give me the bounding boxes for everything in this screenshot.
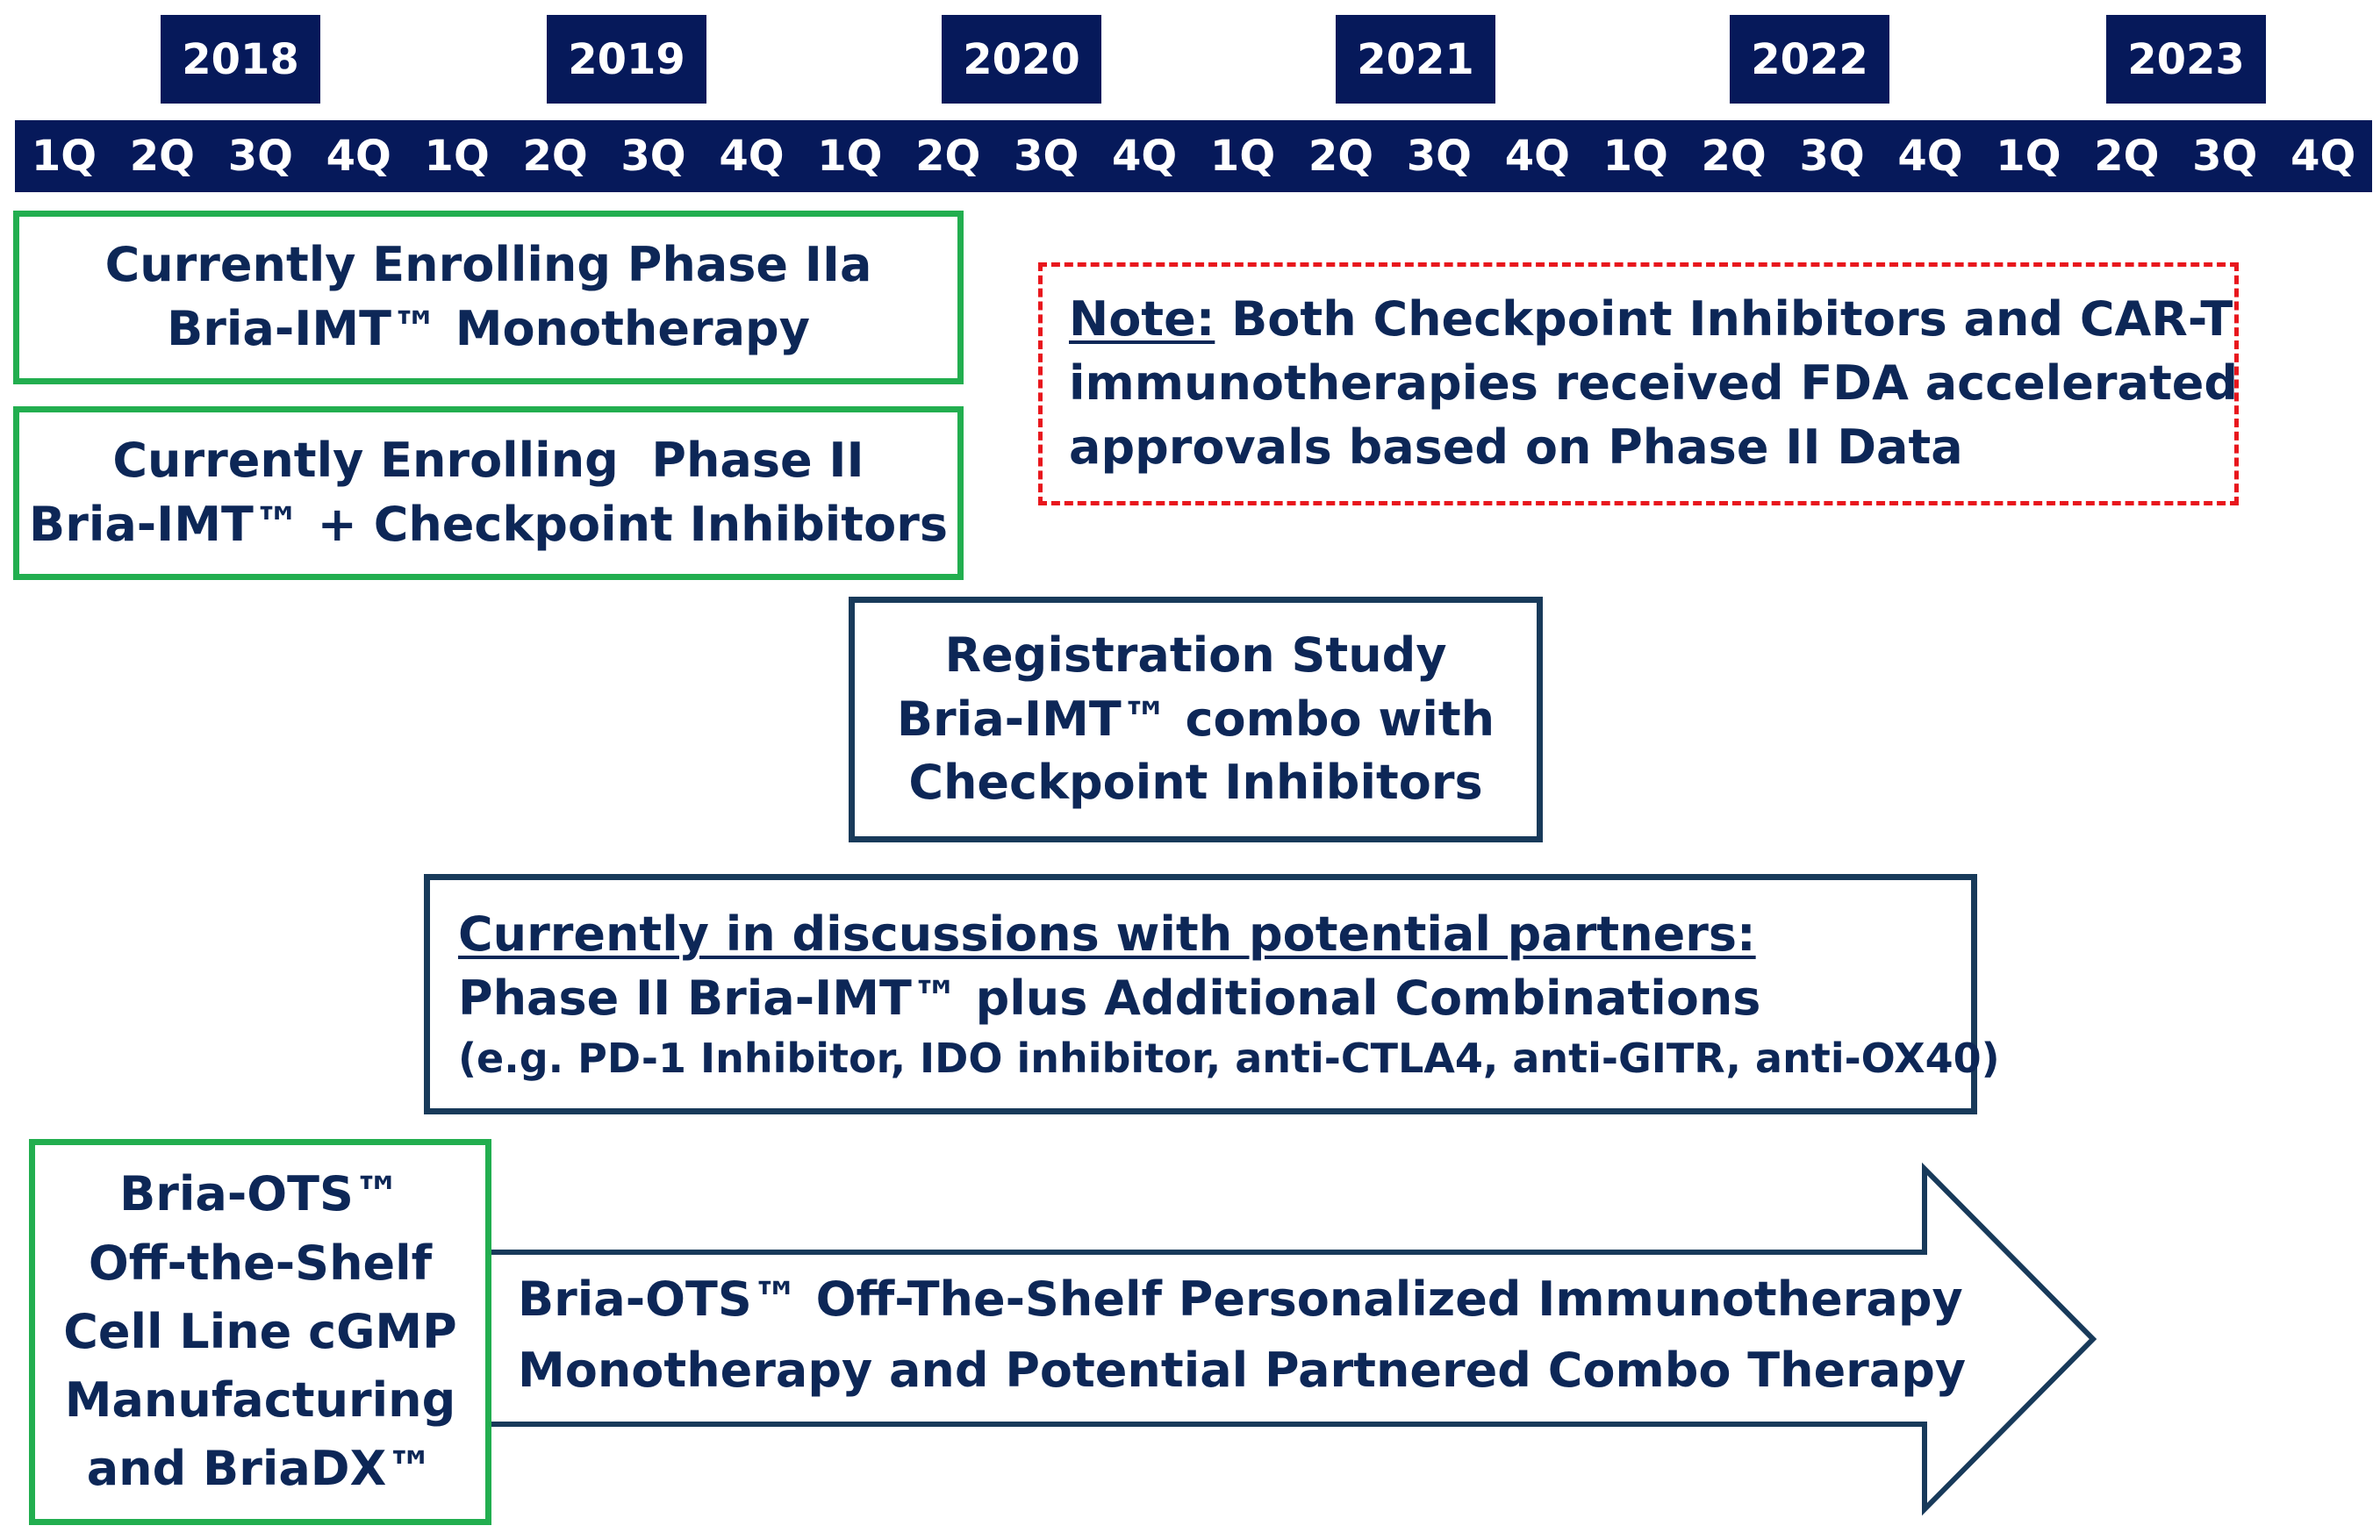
quarter-label: 3Q [1799, 132, 1865, 181]
registration-line-3: Checkpoint Inhibitors [908, 755, 1483, 811]
year-2020: 2020 [942, 15, 1101, 104]
quarter-label: 4Q [326, 132, 391, 181]
fda-note-box: Note: Both Checkpoint Inhibitors and CAR… [1038, 262, 2239, 505]
quarter-label: 3Q [1014, 132, 1079, 181]
registration-study-box: Registration Study Bria-IMT™ combo with … [849, 597, 1543, 842]
partners-discussion-box: Currently in discussions with potential … [424, 874, 2000, 1114]
phase-2a-monotherapy-box: Currently Enrolling Phase IIa Bria-IMT™ … [13, 211, 964, 384]
phase-2a-title: Currently Enrolling Phase IIa [104, 237, 872, 293]
quarter-label: 1Q [1602, 132, 1668, 181]
registration-line-1: Registration Study [944, 627, 1447, 683]
note-line-3: approvals based on Phase II Data [1069, 419, 1963, 475]
quarter-label: 4Q [1897, 132, 1963, 181]
note-text-1: Both Checkpoint Inhibitors and CAR-T [1215, 291, 2233, 347]
arrow-shape [478, 1162, 2097, 1516]
ots-line-4: Manufacturing [64, 1372, 456, 1429]
quarter-label: 1Q [1209, 132, 1276, 181]
partners-line-2: Phase II Bria-IMT™ plus Additional Combi… [458, 970, 1761, 1026]
phase-2-subtitle: Bria-IMT™ + Checkpoint Inhibitors [29, 497, 948, 552]
quarter-bar: 1Q 2Q 3Q 4Q 1Q 2Q 3Q 4Q 1Q 2Q 3Q 4Q 1Q 2… [15, 120, 2372, 192]
note-line-2: immunotherapies received FDA accelerated [1069, 355, 2239, 412]
arrow-line-2: Monotherapy and Potential Partnered Comb… [518, 1343, 1967, 1398]
year-2022: 2022 [1730, 15, 1889, 104]
partners-line-3: (e.g. PD-1 Inhibitor, IDO inhibitor, ant… [458, 1034, 2000, 1082]
quarter-label: 4Q [2290, 132, 2356, 181]
quarter-label: 2Q [1701, 132, 1767, 181]
quarter-label: 2Q [915, 132, 981, 181]
registration-line-2: Bria-IMT™ combo with [896, 691, 1495, 747]
phase-2-checkpoint-box: Currently Enrolling Phase II Bria-IMT™ +… [13, 406, 964, 580]
year-2019: 2019 [547, 15, 706, 104]
phase-2-title: Currently Enrolling Phase II [112, 433, 864, 489]
quarter-label: 4Q [719, 132, 785, 181]
quarter-label: 2Q [1308, 132, 1374, 181]
ots-manufacturing-box: Bria-OTS™ Off-the-Shelf Cell Line cGMP M… [29, 1139, 491, 1525]
quarter-label: 1Q [31, 132, 97, 181]
ots-line-3: Cell Line cGMP [63, 1303, 457, 1359]
note-line-1: Note: Both Checkpoint Inhibitors and CAR… [1069, 288, 2233, 352]
quarter-label: 3Q [2192, 132, 2258, 181]
quarter-label: 4Q [1112, 132, 1178, 181]
quarter-label: 1Q [424, 132, 490, 181]
quarter-label: 3Q [620, 132, 686, 181]
quarter-label: 3Q [1406, 132, 1472, 181]
year-2023: 2023 [2106, 15, 2266, 104]
year-2021: 2021 [1336, 15, 1495, 104]
ots-line-1: Bria-OTS™ [119, 1166, 401, 1222]
quarter-label: 1Q [817, 132, 883, 181]
arrow-line-1: Bria-OTS™ Off-The-Shelf Personalized Imm… [518, 1271, 1963, 1327]
partners-heading: Currently in discussions with potential … [458, 906, 1756, 963]
quarter-label: 2Q [129, 132, 195, 181]
quarter-label: 1Q [1996, 132, 2061, 181]
arrow-text: Bria-OTS™ Off-The-Shelf Personalized Imm… [518, 1264, 1966, 1406]
note-label: Note: [1069, 291, 1215, 347]
quarter-label: 2Q [522, 132, 588, 181]
phase-2a-subtitle: Bria-IMT™ Monotherapy [167, 301, 810, 356]
year-2018: 2018 [161, 15, 320, 104]
quarter-label: 2Q [2094, 132, 2160, 181]
quarter-label: 4Q [1504, 132, 1570, 181]
ots-line-2: Off-the-Shelf [88, 1235, 433, 1291]
quarter-label: 3Q [227, 132, 293, 181]
ots-line-5: and BriaDX™ [86, 1441, 434, 1497]
